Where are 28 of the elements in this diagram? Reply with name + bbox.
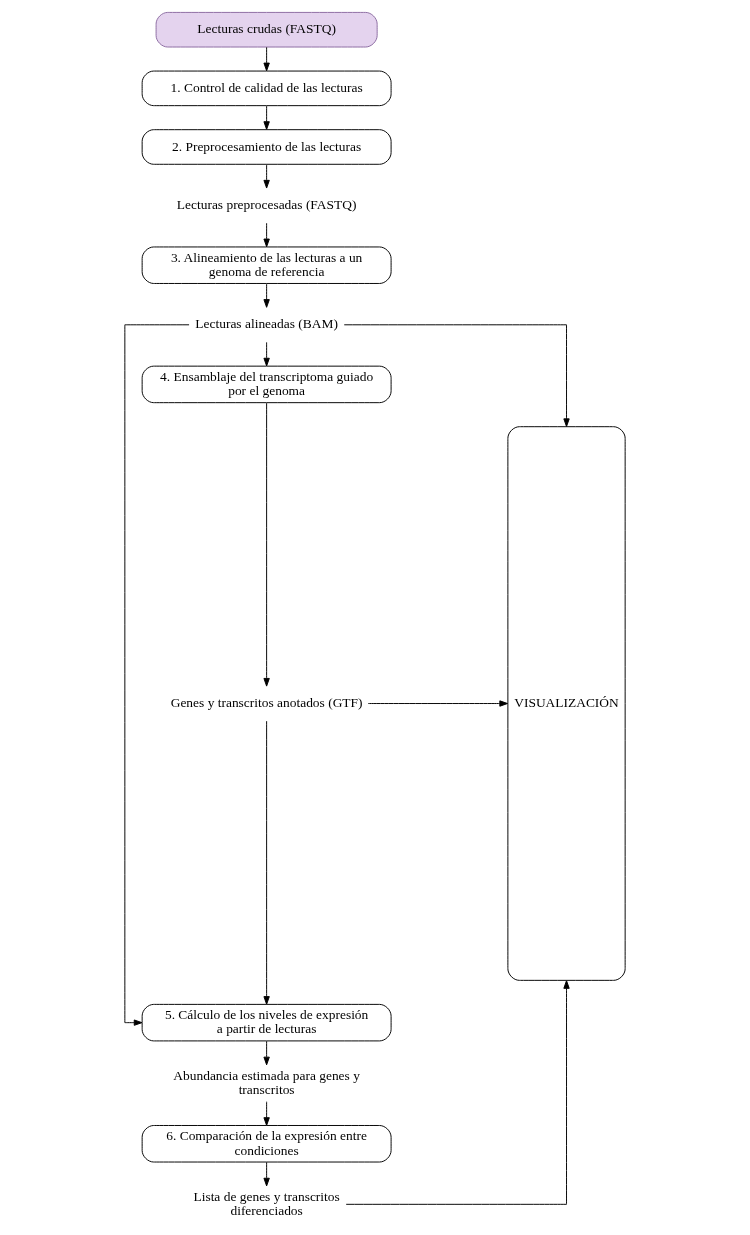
arrow bbox=[345, 980, 570, 1205]
node-box: 5. Cálculo de los niveles de expresión a partir de lecturas bbox=[141, 1003, 392, 1042]
arrow bbox=[343, 324, 570, 428]
arrow bbox=[263, 46, 270, 72]
arrow bbox=[124, 324, 190, 1026]
arrow bbox=[263, 164, 270, 189]
arrow bbox=[263, 720, 270, 1005]
node-box: 2. Preprocesamiento de las lecturas bbox=[141, 129, 392, 165]
arrow bbox=[367, 700, 508, 707]
node-box: Lecturas crudas (FASTQ) bbox=[155, 11, 378, 48]
arrow bbox=[263, 105, 270, 130]
arrow bbox=[263, 283, 270, 308]
arrow bbox=[263, 402, 270, 687]
node-box: 1. Control de calidad de las lecturas bbox=[141, 70, 392, 107]
node-text: Abundancia estimada para genes y transcritos bbox=[173, 1067, 360, 1097]
arrow bbox=[263, 222, 270, 248]
arrow bbox=[263, 1101, 270, 1126]
node-box: 4. Ensamblaje del transcriptoma guiado por el genoma bbox=[141, 365, 392, 404]
arrow bbox=[263, 1040, 270, 1066]
node-text: Lecturas alineadas (BAM) bbox=[195, 316, 338, 332]
arrow bbox=[263, 341, 270, 367]
node-text: Genes y transcritos anotados (GTF) bbox=[170, 695, 363, 711]
node-box: 3. Alineamiento de las lecturas a un genoma de referencia bbox=[141, 246, 392, 284]
node-box: VISUALIZACIÓN bbox=[507, 426, 626, 981]
node-text: Lista de genes y transcritos diferenciados bbox=[193, 1188, 340, 1219]
arrow bbox=[263, 1161, 270, 1187]
node-box: 6. Comparación de la expresión entre condiciones bbox=[141, 1125, 392, 1163]
node-text: Lecturas preprocesadas (FASTQ) bbox=[176, 197, 357, 213]
